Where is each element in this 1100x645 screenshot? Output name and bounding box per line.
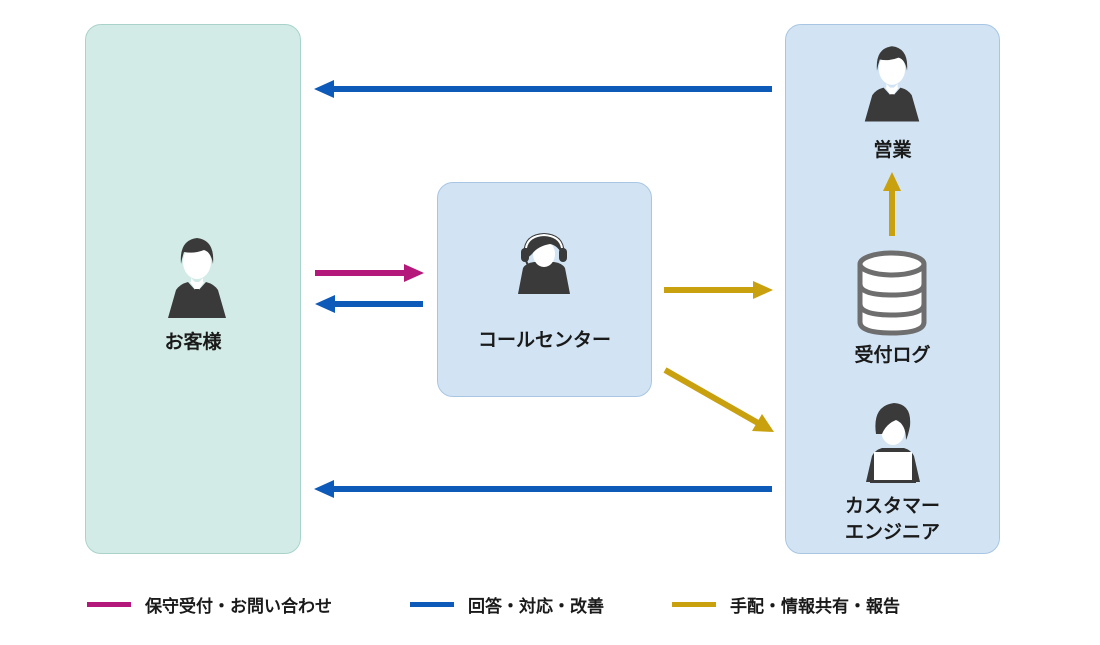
customer-label: お客様 bbox=[164, 331, 222, 353]
arrow-callcenter-to-customer bbox=[315, 295, 423, 313]
arrow-callcenter-to-engineer bbox=[663, 367, 774, 432]
legend-item-arrangement: 手配・情報共有・報告 bbox=[672, 591, 900, 617]
legend-item-response: 回答・対応・改善 bbox=[410, 591, 604, 617]
engineer-laptop-icon bbox=[866, 403, 920, 483]
engineer-label-line2: エンジニア bbox=[844, 521, 940, 543]
log-label: 受付ログ bbox=[854, 344, 931, 366]
sales-label: 営業 bbox=[873, 139, 912, 161]
legend-label: 手配・情報共有・報告 bbox=[730, 596, 900, 617]
arrow-company-to-customer-top bbox=[314, 80, 772, 98]
legend-swatch-blue bbox=[410, 601, 454, 607]
legend-item-inquiry: 保守受付・お問い合わせ bbox=[87, 591, 332, 617]
arrow-customer-to-callcenter bbox=[315, 264, 424, 282]
database-icon bbox=[857, 250, 927, 336]
legend-swatch-magenta bbox=[87, 601, 131, 607]
headset-operator-icon bbox=[518, 233, 570, 294]
arrow-callcenter-to-log bbox=[664, 281, 773, 299]
legend-swatch-gold bbox=[672, 601, 716, 607]
legend-label: 保守受付・お問い合わせ bbox=[145, 596, 332, 617]
legend-label: 回答・対応・改善 bbox=[468, 596, 604, 617]
callcenter-label: コールセンター bbox=[477, 329, 611, 351]
engineer-label-line1: カスタマー bbox=[844, 495, 940, 517]
arrow-engineer-to-customer bbox=[314, 480, 772, 498]
businessman-icon bbox=[168, 238, 226, 318]
businessman-icon bbox=[864, 46, 920, 122]
arrow-log-to-sales bbox=[883, 172, 901, 236]
